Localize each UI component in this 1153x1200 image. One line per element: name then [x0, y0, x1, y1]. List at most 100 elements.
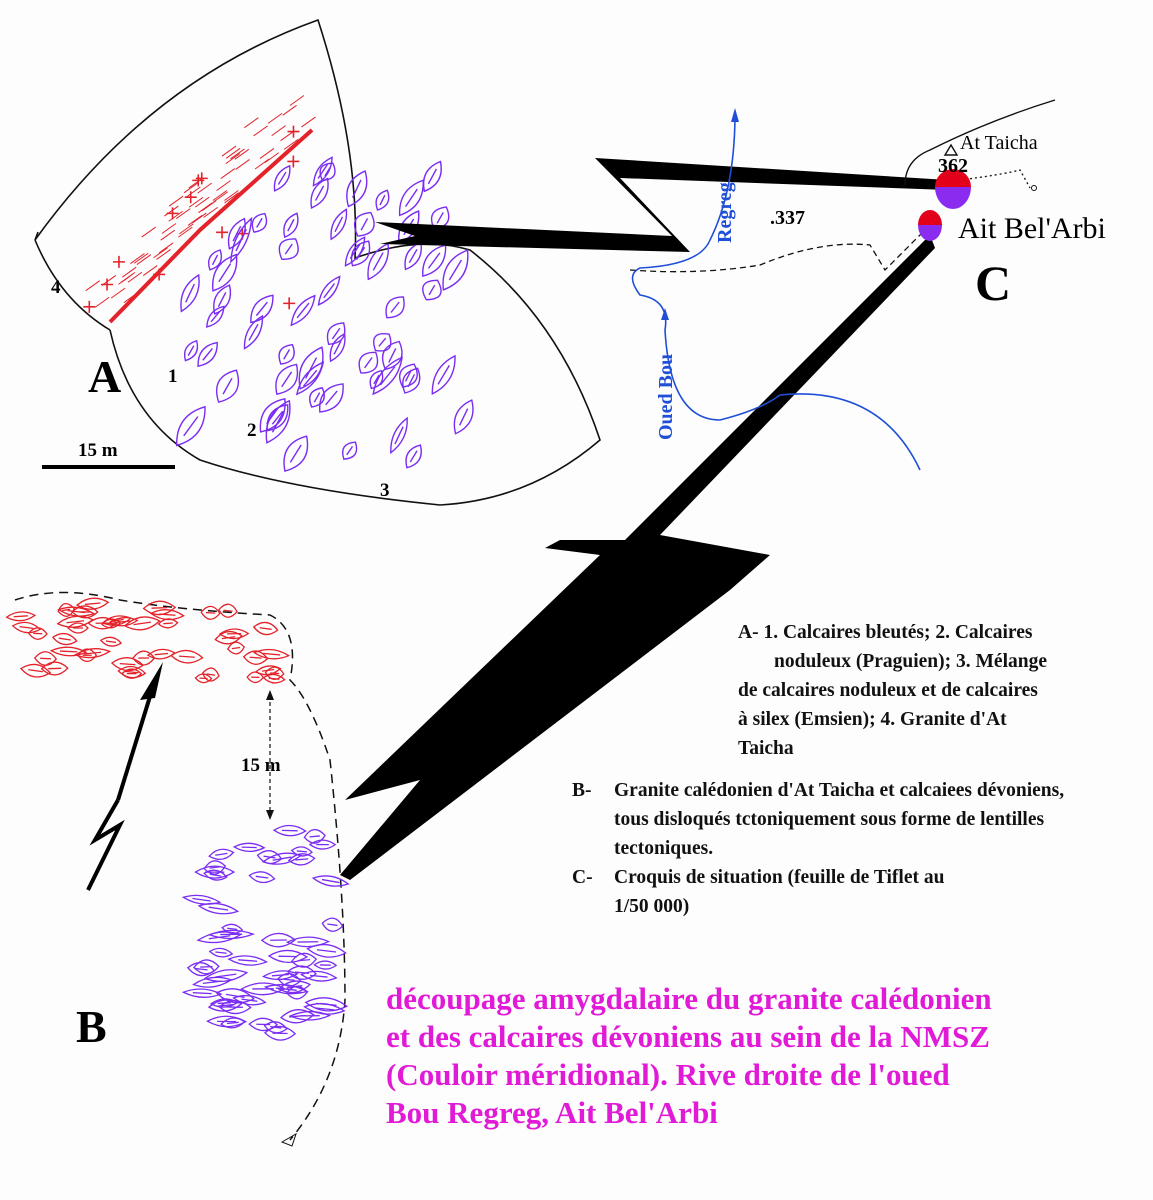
lens-mark	[329, 332, 346, 363]
lens-mark	[175, 405, 206, 447]
schistosity-mark	[178, 226, 193, 238]
panel-a-letter: A	[88, 351, 122, 402]
granite-lenses-b	[5, 597, 291, 684]
lens-mark	[344, 236, 366, 267]
lens-mark	[101, 615, 132, 626]
lens-mark	[218, 1000, 252, 1015]
schistosity-mark	[85, 280, 101, 292]
lens-mark	[321, 917, 344, 932]
caption-line: (Couloir méridional). Rive droite de l'o…	[386, 1057, 950, 1092]
end-arrow-icon	[280, 1132, 297, 1147]
lens-mark	[5, 611, 37, 622]
lens-mark	[272, 824, 307, 837]
river-label-regreg: Regreg	[714, 182, 736, 243]
lens-mark	[317, 275, 341, 306]
legend-a-text: noduleux (Praguien); 3. Mélange	[774, 651, 1047, 672]
schistosity-mark	[120, 271, 136, 283]
lens-mark	[298, 346, 324, 390]
schistosity-mark	[183, 182, 199, 194]
panel-c-letter: C	[975, 255, 1012, 311]
well-symbol	[1031, 185, 1037, 191]
limestone-lenses-b	[181, 824, 350, 1041]
granite-contact-line	[108, 128, 314, 324]
place-ait-bel-arbi: Ait Bel'Arbi	[958, 212, 1106, 245]
lens-mark	[142, 600, 177, 616]
outcrop-ait-bel-arbi	[918, 210, 942, 241]
lens-mark	[170, 649, 204, 664]
lens-mark	[259, 397, 286, 433]
schistosity-mark	[203, 206, 218, 218]
schistosity-mark	[153, 247, 168, 259]
lens-mark	[309, 387, 325, 408]
schistosity-mark	[160, 229, 175, 241]
arrow-down-icon	[266, 810, 274, 820]
lens-mark	[453, 399, 474, 435]
lens-mark	[326, 322, 346, 346]
schistosity-mark	[110, 287, 126, 299]
lens-mark	[390, 416, 408, 455]
legend-a-text: de calcaires noduleux et de calcaires	[738, 680, 1038, 701]
lens-mark	[385, 296, 405, 319]
panel-b-outline	[14, 591, 346, 1141]
schistosity-mark	[216, 180, 231, 192]
schistosity-mark	[142, 265, 158, 276]
elevation-337: .337	[770, 207, 805, 229]
schistosity-mark	[225, 153, 241, 165]
lens-mark	[33, 651, 58, 666]
river-arrow-icon	[731, 108, 739, 122]
schistosity-mark	[121, 266, 137, 278]
lens-mark	[74, 648, 112, 659]
legend-b-text: Granite calédonien d'At Taicha et calcai…	[614, 780, 1065, 859]
lens-mark	[213, 284, 232, 315]
cross-mark	[83, 300, 96, 313]
lens-mark	[57, 603, 76, 617]
schistosity-mark	[175, 208, 191, 220]
lens-mark	[399, 363, 418, 388]
schistosity-mark	[259, 148, 275, 159]
lens-mark	[263, 1021, 288, 1034]
caption-line: Bou Regreg, Ait Bel'Arbi	[386, 1095, 718, 1130]
schistosity-mark	[168, 210, 183, 222]
schistosity-mark	[282, 104, 297, 116]
panel-b-letter: B	[76, 1001, 107, 1052]
lens-mark	[358, 351, 379, 374]
lens-mark	[273, 164, 291, 192]
lens-mark	[373, 332, 392, 352]
lens-mark	[303, 828, 326, 844]
lens-mark	[288, 1010, 332, 1021]
lens-mark	[192, 976, 233, 988]
lens-mark	[200, 605, 221, 620]
granite-schistosity-a	[85, 95, 316, 308]
schistosity-mark	[101, 275, 117, 286]
unit-label-2: 2	[247, 420, 257, 441]
lens-mark	[381, 340, 403, 371]
lens-mark	[181, 894, 222, 905]
lens-mark	[251, 212, 268, 233]
lens-mark	[75, 597, 110, 610]
schistosity-mark	[141, 226, 157, 238]
lens-mark	[51, 632, 78, 646]
fault-bolt-lower	[340, 235, 935, 880]
lens-mark	[275, 363, 299, 395]
lens-mark	[287, 853, 316, 866]
road-line	[904, 99, 1056, 186]
fault-bolt-upper	[375, 158, 948, 252]
lens-mark	[208, 947, 234, 958]
elevation-362: 362	[938, 155, 968, 177]
schistosity-mark	[271, 125, 286, 137]
lens-mark	[299, 970, 338, 982]
lens-mark	[203, 969, 249, 983]
lens-mark	[117, 665, 147, 679]
legend-a-key: A-	[738, 622, 759, 643]
lens-mark	[207, 929, 255, 940]
caption-line: et des calcaires dévoniens au sein de la…	[386, 1019, 990, 1054]
legend-a-text: 1. Calcaires bleutés; 2. Calcaires	[763, 622, 1033, 643]
lens-mark	[181, 988, 223, 998]
lens-mark	[218, 603, 238, 618]
schistosity-mark	[197, 182, 212, 194]
legend-a: A- 1. Calcaires bleutés; 2. Calcaires no…	[738, 618, 1153, 763]
lens-mark	[201, 667, 220, 682]
lens-mark	[285, 936, 331, 948]
lens-mark	[180, 273, 200, 313]
